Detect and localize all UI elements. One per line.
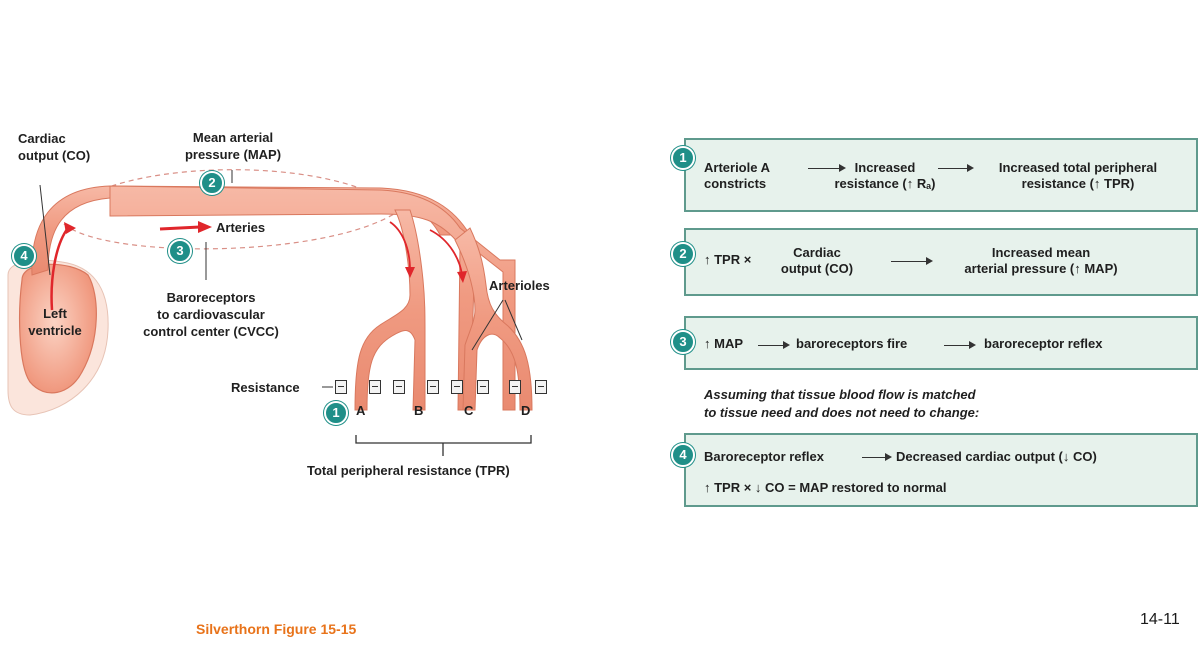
- assumption-text: Assuming that tissue blood flow is match…: [704, 387, 980, 420]
- left-ventricle-label: Left ventricle: [28, 306, 82, 338]
- tpr-label: Total peripheral resistance (TPR): [307, 463, 510, 478]
- step-box-2: ↑ TPR × Cardiac output (CO) Increased me…: [684, 228, 1198, 296]
- step-4-line2: ↑ TPR × ↓ CO = MAP restored to normal: [704, 480, 947, 495]
- flow-arrow-heart: [50, 227, 70, 311]
- step-2-prefix: ↑ TPR ×: [704, 252, 752, 267]
- step-3-part3: baroreceptor reflex: [984, 336, 1103, 351]
- resistance-box: [477, 380, 489, 394]
- flow-arrow-branch2-head: [457, 271, 467, 283]
- resistance-box: [393, 380, 405, 394]
- map-label: Mean arterial pressure (MAP): [184, 130, 282, 162]
- slide-number: 14-11: [1140, 611, 1180, 628]
- co-leader-line: [39, 184, 51, 276]
- step-1-arrow-a: [808, 164, 846, 172]
- step-3-arrow-a: [758, 341, 790, 349]
- step-box-1: Arteriole A constricts Increased resista…: [684, 138, 1198, 212]
- flow-arrow-arteries: [159, 225, 201, 231]
- flow-arrow-branch1: [389, 221, 411, 271]
- resistance-box: [509, 380, 521, 394]
- step-1-col2: Increased resistance (↑ Rₐ): [834, 160, 936, 191]
- step-4-line1-b: Decreased cardiac output (↓ CO): [896, 449, 1097, 464]
- step-2-col3: Increased mean arterial pressure (↑ MAP): [964, 245, 1118, 276]
- flow-arrow-branch1-head: [405, 267, 415, 278]
- step-badge-1: 1: [324, 401, 348, 425]
- step-3-part2: baroreceptors fire: [796, 336, 908, 351]
- flow-arrow-branch2: [429, 229, 463, 276]
- step-1-col1: Arteriole A constricts: [704, 160, 770, 191]
- step-2-col2: Cardiac output (CO): [780, 245, 854, 276]
- step-badge-box-2: 2: [671, 242, 695, 266]
- step-2-arrow: [891, 257, 933, 265]
- step-4-line1-a: Baroreceptor reflex: [704, 449, 824, 464]
- step-4-arrow: [862, 453, 892, 461]
- step-box-3: ↑ MAP baroreceptors fire baroreceptor re…: [684, 316, 1198, 370]
- step-badge-2: 2: [200, 171, 224, 195]
- branch-cd: [454, 227, 533, 411]
- step-badge-box-4: 4: [671, 443, 695, 467]
- resistance-label: Resistance: [231, 380, 300, 395]
- vessel-diagram: Cardiac output (CO) Mean arterial pressu…: [0, 110, 600, 490]
- step-3-arrow-b: [944, 341, 976, 349]
- step-box-4: Baroreceptor reflex Decreased cardiac ou…: [684, 433, 1198, 507]
- cardiac-output-label: Cardiac output (CO): [18, 131, 91, 163]
- arterioles-label: Arterioles: [489, 278, 550, 293]
- step-badge-4: 4: [12, 244, 36, 268]
- resistance-box: [535, 380, 547, 394]
- baroreceptors-label: Baroreceptors to cardiovascular control …: [143, 290, 279, 339]
- arteries-label: Arteries: [216, 220, 266, 235]
- branch-letter-a: A: [356, 403, 366, 418]
- step-3-part1: ↑ MAP: [704, 336, 743, 351]
- arteriole-leader-2: [504, 299, 523, 341]
- flow-arrow-arteries-head: [198, 221, 212, 233]
- resistance-box: [369, 380, 381, 394]
- resistance-box: [451, 380, 463, 394]
- figure-source: Silverthorn Figure 15-15: [196, 621, 357, 637]
- branch-ab: [354, 209, 426, 411]
- step-badge-box-3: 3: [671, 330, 695, 354]
- step-badge-box-1: 1: [671, 146, 695, 170]
- tpr-bracket: [355, 435, 532, 444]
- resistance-box: [335, 380, 347, 394]
- branch-letter-b: B: [414, 403, 424, 418]
- resistance-box: [427, 380, 439, 394]
- branch-letter-c: C: [464, 403, 474, 418]
- branch-letter-d: D: [521, 403, 531, 418]
- left-ventricle-shape: [19, 263, 97, 394]
- step-badge-3: 3: [168, 239, 192, 263]
- step-1-col3: Increased total peripheral resistance (↑…: [998, 160, 1158, 191]
- aorta: [31, 185, 471, 276]
- step-1-arrow-b: [938, 164, 974, 172]
- arteriole-leader-1: [471, 299, 504, 351]
- vessel-drawing: [7, 169, 533, 456]
- flow-arrow-heart-head: [64, 222, 76, 234]
